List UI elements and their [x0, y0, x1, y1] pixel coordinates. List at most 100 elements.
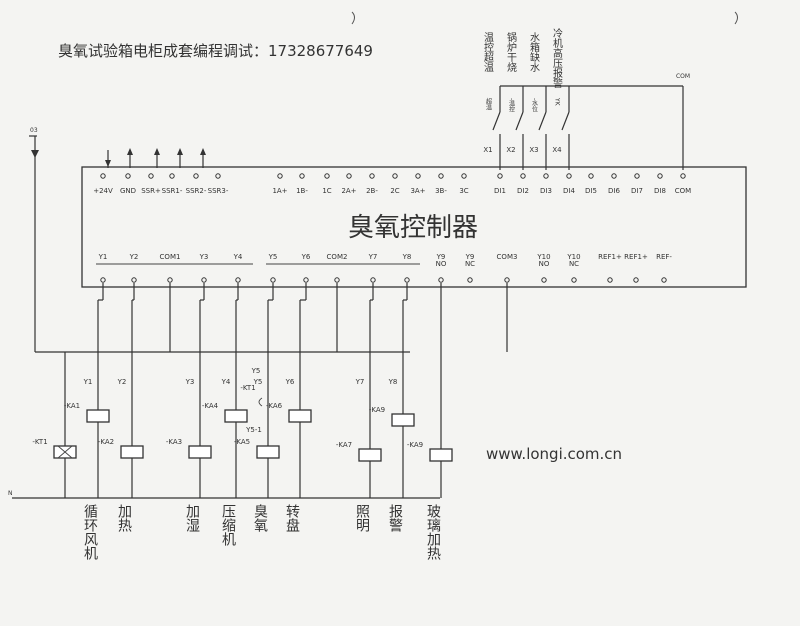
left-bus-label: 03: [30, 127, 38, 134]
coil-label: -KA2: [98, 438, 114, 446]
watermark-bottom: www.longi.com.cn: [486, 445, 622, 463]
bottom-terminal-screw: [334, 277, 340, 283]
switch-label: -水位: [531, 98, 538, 112]
top-terminal-label: +24V: [93, 187, 113, 195]
relay-coil: [86, 409, 110, 423]
controller-box: [81, 166, 747, 288]
arrow-up-icon: [154, 148, 160, 155]
kt1-label: Y5-1: [245, 426, 262, 434]
load-label: 照明: [354, 504, 370, 533]
switch-label: 超温: [485, 97, 492, 111]
bottom-terminal-label: Y2: [129, 253, 139, 261]
input-com-label: COM: [676, 73, 690, 80]
branch-label: Y5: [253, 378, 263, 386]
input-description: 水箱缺水: [528, 32, 540, 72]
bottom-terminal-label: Y7: [368, 253, 378, 261]
bottom-terminal-screw: [404, 277, 410, 283]
input-x-label: X3: [529, 146, 538, 154]
arrow-up-icon: [177, 148, 183, 155]
input-description: 冷机高压报警: [551, 27, 563, 88]
coil-label: -KT1: [32, 438, 47, 446]
switch-contact: [561, 111, 570, 131]
switch-contact: [515, 111, 524, 131]
top-terminal-label: 3A+: [410, 187, 425, 195]
switch-label: YK: [554, 97, 561, 107]
bottom-terminal-screw: [541, 277, 547, 283]
top-terminal-label: SSR2-: [186, 187, 207, 195]
top-terminal-screw: [588, 173, 594, 179]
bottom-terminal-screw: [467, 277, 473, 283]
branch-label: Y8: [388, 378, 398, 386]
bottom-terminal-label: Y9: [465, 253, 475, 261]
load-label: 转盘: [284, 504, 300, 532]
coil-label: -KA9: [369, 406, 385, 414]
top-terminal-label: SSR+: [141, 187, 161, 195]
bottom-terminal-screw: [100, 277, 106, 283]
branch-label: Y2: [117, 378, 127, 386]
top-terminal-screw: [169, 173, 175, 179]
top-terminal-label: 3B-: [435, 187, 447, 195]
top-terminal-label: GND: [120, 187, 136, 195]
load-label: 压缩机: [220, 504, 236, 547]
branch-label: Y7: [355, 378, 365, 386]
input-description: 锅炉干烧: [505, 32, 517, 73]
timer-mark: [57, 445, 73, 459]
bottom-terminal-label: Y10: [566, 253, 580, 261]
delay-contact-symbol: [258, 397, 263, 407]
branch-label: Y4: [221, 378, 231, 386]
bottom-terminal-label: REF1+: [624, 253, 648, 261]
top-terminal-screw: [461, 173, 467, 179]
top-terminal-label: DI1: [494, 187, 506, 195]
top-terminal-label: DI5: [585, 187, 597, 195]
top-terminal-label: SSR1-: [162, 187, 183, 195]
bottom-terminal-screw: [661, 277, 667, 283]
top-terminal-screw: [148, 173, 154, 179]
bottom-terminal-sublabel: NC: [465, 260, 475, 268]
top-terminal-label: DI7: [631, 187, 643, 195]
bottom-terminal-label: COM1: [160, 253, 181, 261]
arrow-down-icon: [105, 160, 111, 167]
top-terminal-screw: [392, 173, 398, 179]
top-terminal-screw: [543, 173, 549, 179]
bottom-terminal-label: Y3: [199, 253, 209, 261]
top-terminal-label: SSR3-: [208, 187, 229, 195]
bottom-terminal-screw: [270, 277, 276, 283]
top-terminal-label: DI6: [608, 187, 620, 195]
bottom-terminal-screw: [201, 277, 207, 283]
top-terminal-label: DI3: [540, 187, 552, 195]
top-terminal-screw: [611, 173, 617, 179]
load-label: 玻璃加热: [425, 504, 441, 560]
top-terminal-label: 1B-: [296, 187, 308, 195]
top-terminal-label: 2C: [390, 187, 399, 195]
top-terminal-screw: [566, 173, 572, 179]
relay-coil: [120, 445, 144, 459]
input-x-label: X4: [552, 146, 562, 154]
top-terminal-screw: [324, 173, 330, 179]
top-terminal-screw: [634, 173, 640, 179]
bottom-terminal-screw: [607, 277, 613, 283]
bottom-terminal-screw: [370, 277, 376, 283]
kt1-label: Y5: [251, 367, 261, 375]
top-terminal-screw: [369, 173, 375, 179]
bottom-terminal-sublabel: NO: [539, 260, 550, 268]
switch-label: -温控: [508, 98, 515, 113]
top-terminal-screw: [299, 173, 305, 179]
switch-contact: [538, 111, 547, 131]
bottom-terminal-label: COM3: [497, 253, 518, 261]
scan-mark: [734, 11, 738, 25]
relay-coil: [429, 448, 453, 462]
relay-coil: [358, 448, 382, 462]
top-terminal-screw: [520, 173, 526, 179]
bottom-terminal-label: Y5: [268, 253, 278, 261]
top-terminal-screw: [100, 173, 106, 179]
top-terminal-label: 3C: [459, 187, 468, 195]
coil-label: -KA4: [202, 402, 219, 410]
bottom-terminal-label: REF1+: [598, 253, 622, 261]
input-x-label: X2: [506, 146, 515, 154]
bottom-terminal-sublabel: NO: [436, 260, 447, 268]
controller-title: 臭氧控制器: [348, 213, 478, 243]
top-terminal-label: 2A+: [341, 187, 356, 195]
top-terminal-label: DI2: [517, 187, 529, 195]
load-label: 循环风机: [82, 504, 98, 561]
